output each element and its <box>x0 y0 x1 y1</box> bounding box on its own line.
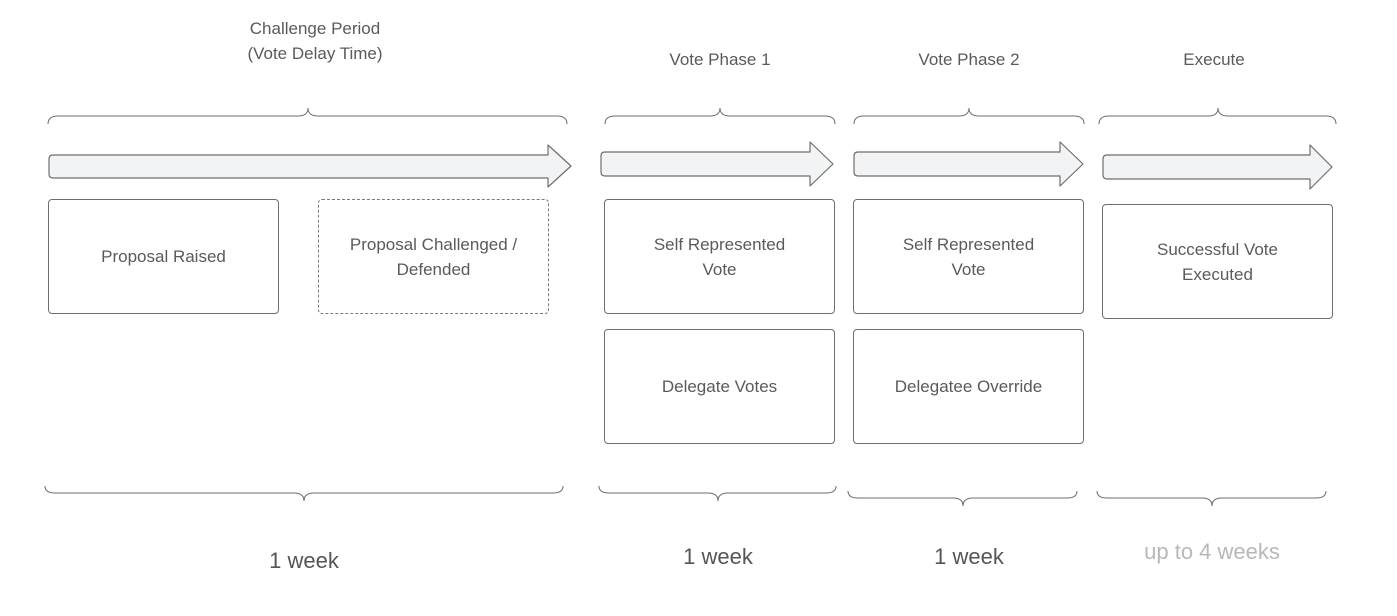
phase1-delegate-votes-box: Delegate Votes <box>604 329 835 444</box>
duration-vote-phase-1: 1 week <box>683 544 753 569</box>
phase1-self-represented-vote-label: Self Represented Vote <box>653 234 786 279</box>
proposal-raised-label: Proposal Raised <box>101 247 226 266</box>
timeline-arrow-challenge <box>48 144 572 188</box>
phase1-self-represented-vote-box: Self Represented Vote <box>604 199 835 314</box>
phase-title-vote-phase-2: Vote Phase 2 <box>918 50 1020 69</box>
phase-title-vote-phase-1: Vote Phase 1 <box>669 50 771 69</box>
brace-bottom-challenge <box>44 485 564 502</box>
phase2-delegatee-override-label: Delegatee Override <box>894 377 1043 396</box>
phase2-self-represented-vote-label: Self Represented Vote <box>902 234 1035 279</box>
brace-top-phase1 <box>604 107 836 125</box>
brace-top-phase2 <box>853 107 1085 125</box>
successful-vote-executed-label: Successful Vote Executed <box>1157 239 1278 284</box>
phase-title-challenge-period: Challenge Period (Vote Delay Time) <box>247 19 383 63</box>
brace-top-execute <box>1098 107 1337 125</box>
brace-bottom-phase1 <box>598 485 837 502</box>
duration-vote-phase-2: 1 week <box>934 544 1004 569</box>
timeline-arrow-phase2 <box>853 141 1084 187</box>
duration-challenge-period: 1 week <box>269 548 339 573</box>
proposal-challenged-box: Proposal Challenged / Defended <box>318 199 549 314</box>
proposal-challenged-label: Proposal Challenged / Defended <box>349 234 518 279</box>
brace-top-challenge <box>47 107 568 125</box>
phase2-delegatee-override-box: Delegatee Override <box>853 329 1084 444</box>
timeline-arrow-phase1 <box>600 141 834 187</box>
brace-bottom-execute <box>1096 490 1327 507</box>
proposal-raised-box: Proposal Raised <box>48 199 279 314</box>
timeline-arrow-execute <box>1102 144 1333 190</box>
successful-vote-executed-box: Successful Vote Executed <box>1102 204 1333 319</box>
phase1-delegate-votes-label: Delegate Votes <box>661 377 778 396</box>
brace-bottom-phase2 <box>847 490 1078 507</box>
duration-execute: up to 4 weeks <box>1144 539 1280 564</box>
phase-title-execute: Execute <box>1183 50 1245 69</box>
phase2-self-represented-vote-box: Self Represented Vote <box>853 199 1084 314</box>
